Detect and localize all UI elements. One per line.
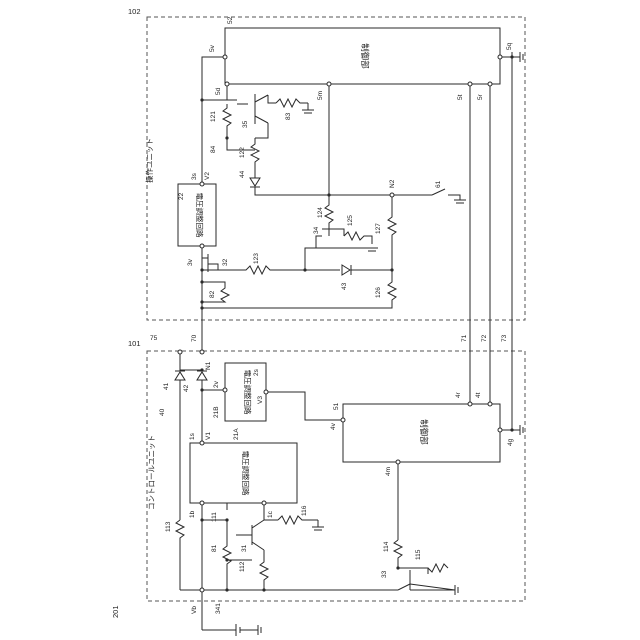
ref-label-201: 201: [111, 605, 120, 618]
ref-label-V3: V3: [257, 396, 264, 404]
ref-label-42: 42: [183, 384, 190, 392]
ctrl-controller-label: 制御部: [419, 419, 429, 445]
ref-label-Vb: Vb: [191, 606, 198, 614]
op-controller-label: 制御部: [360, 43, 370, 69]
ref-label-81: 81: [211, 544, 218, 552]
op-unit-wiring: [202, 57, 466, 352]
ref-label-3v: 3v: [187, 258, 194, 266]
ref-label-126: 126: [375, 287, 382, 298]
ref-label-114: 114: [383, 541, 390, 552]
ref-label-123: 123: [253, 253, 260, 264]
ref-label-5m: 5m: [317, 91, 324, 100]
ref-label-52: 52: [227, 16, 234, 24]
ref-label-V2: V2: [204, 172, 211, 180]
ref-label-341: 341: [215, 603, 222, 614]
ref-label-32: 32: [222, 258, 229, 266]
reference-labels: 102101201525v5q5d5m5t5r121358384122443sV…: [111, 7, 514, 618]
terminals: [178, 55, 514, 592]
ref-label-34: 34: [313, 226, 320, 234]
ref-label-112: 112: [239, 561, 246, 572]
ref-label-4m: 4m: [385, 467, 392, 476]
ref-label-5r: 5r: [477, 93, 484, 100]
ref-label-5d: 5d: [215, 87, 222, 95]
ref-label-4g: 4g: [507, 438, 514, 446]
ref-label-115: 115: [415, 549, 422, 560]
ref-label-4r: 4r: [455, 391, 462, 398]
ref-label-122: 122: [239, 147, 246, 158]
ref-label-22: 22: [178, 192, 185, 200]
ref-label-127: 127: [375, 223, 382, 234]
ref-label-84: 84: [210, 145, 217, 153]
ref-label-101: 101: [128, 339, 141, 348]
ref-label-124: 124: [317, 207, 324, 218]
ref-label-4t: 4t: [475, 392, 482, 398]
ref-label-41: 41: [163, 382, 170, 390]
ref-label-21A: 21A: [233, 428, 240, 440]
ref-label-21B: 21B: [213, 406, 220, 418]
ref-label-1s: 1s: [189, 432, 196, 440]
ref-label-33: 33: [381, 570, 388, 578]
ref-label-1c: 1c: [267, 510, 274, 518]
ref-label-1b: 1b: [189, 510, 196, 518]
ref-label-35: 35: [242, 120, 249, 128]
ref-label-43: 43: [341, 282, 348, 290]
ref-label-71: 71: [461, 334, 468, 342]
ref-label-44: 44: [239, 170, 246, 178]
ref-label-2v: 2v: [213, 380, 220, 388]
ref-label-N1: N1: [205, 361, 212, 370]
ref-label-113: 113: [165, 521, 172, 532]
ref-label-82: 82: [209, 290, 216, 298]
ref-label-61: 61: [435, 180, 442, 188]
ref-label-75: 75: [150, 335, 158, 342]
ref-label-121: 121: [210, 111, 217, 122]
ref-label-4v: 4v: [330, 422, 337, 430]
ref-label-125: 125: [347, 215, 354, 226]
regulator-21B-label: 電圧調整回路: [243, 370, 253, 415]
ref-label-5t: 5t: [457, 94, 464, 100]
regulator-21A-label: 電圧調整回路: [241, 451, 251, 496]
ref-label-116: 116: [301, 505, 308, 516]
ref-label-3s: 3s: [191, 172, 198, 180]
ref-label-V1: V1: [205, 432, 212, 440]
ref-label-73: 73: [501, 334, 508, 342]
regulator-22-label: 電圧調整回路: [195, 193, 205, 238]
ref-label-5v: 5v: [209, 44, 216, 52]
ref-label-2s: 2s: [253, 368, 260, 376]
ref-label-5q: 5q: [506, 42, 513, 50]
ref-label-70: 70: [191, 334, 198, 342]
ref-label-31: 31: [241, 544, 248, 552]
ref-label-51: 51: [333, 402, 340, 410]
ref-label-40: 40: [159, 408, 166, 416]
control-unit-title: コントロールユニット: [147, 435, 156, 510]
operation-unit-title: 操作ユニット: [144, 138, 154, 183]
bus-lines: [470, 52, 523, 435]
ref-label-102: 102: [128, 7, 141, 16]
ref-label-83: 83: [285, 112, 292, 120]
ref-label-N2: N2: [389, 179, 396, 188]
ref-label-72: 72: [481, 334, 488, 342]
ref-label-111: 111: [211, 512, 218, 522]
